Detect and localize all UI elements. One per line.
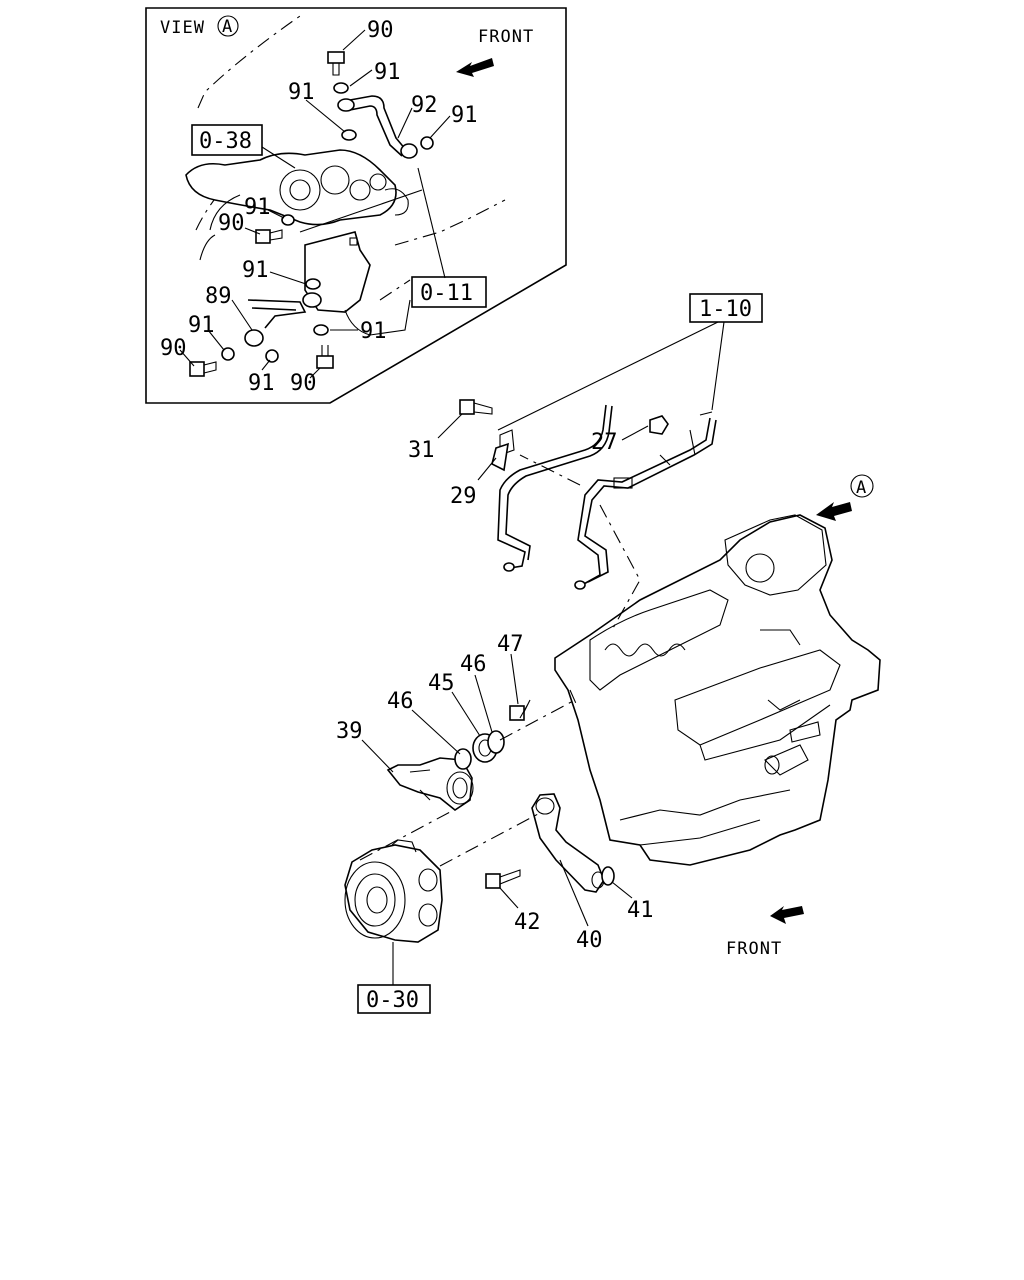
view-a-arrow-icon [816, 502, 852, 521]
bolt-42 [485, 869, 521, 889]
callout-92: 92 [411, 93, 438, 118]
water-pump-assembly [344, 839, 443, 943]
inset-pump-assembly [185, 149, 409, 261]
inset-front-label: FRONT [478, 27, 534, 47]
inset-washer-91-c [420, 136, 434, 150]
inset-washer-91-e [305, 278, 321, 290]
callout-91: 91 [374, 60, 401, 85]
callout-39: 39 [336, 719, 363, 744]
main-leaders [361, 413, 649, 927]
callout-91: 91 [248, 371, 275, 396]
callout-42: 42 [514, 910, 541, 935]
callout-45: 45 [428, 671, 455, 696]
main-front-label: FRONT [726, 939, 782, 959]
gasket-46-right [487, 730, 505, 754]
inset-view-a: VIEW A FRONT [145, 7, 567, 404]
callout-91: 91 [242, 258, 269, 283]
inset-bolt-90-top [327, 51, 345, 76]
inset-washer-91-f [221, 347, 235, 361]
main-front-arrow-icon [770, 906, 804, 924]
water-pipe-40 [531, 793, 605, 893]
callout-91: 91 [288, 80, 315, 105]
ref-label-0-30: 0-30 [366, 988, 419, 1013]
inset-bolt-90-bottom-right [316, 345, 334, 369]
inset-leaders [179, 29, 451, 379]
callout-46: 46 [387, 689, 414, 714]
callout-91: 91 [360, 319, 387, 344]
nut-27 [649, 415, 669, 435]
bolt-31 [459, 399, 493, 415]
inset-pipe-89 [247, 299, 307, 329]
callout-40: 40 [576, 928, 603, 953]
callout-31: 31 [408, 438, 435, 463]
ref-box-0-11 [411, 276, 487, 308]
ref-label-0-11: 0-11 [420, 281, 473, 306]
callout-90: 90 [218, 211, 245, 236]
view-label: VIEW [160, 18, 205, 38]
inset-washer-91-g [265, 349, 279, 363]
view-marker-circle [217, 15, 239, 37]
callout-47: 47 [497, 632, 524, 657]
main-diagram: 1-10 [336, 293, 881, 1014]
inset-bolt-90-left [255, 229, 283, 244]
callout-90: 90 [160, 336, 187, 361]
view-a-marker-circle [850, 474, 874, 498]
callout-90: 90 [367, 18, 394, 43]
callout-91: 91 [244, 195, 271, 220]
bolt-47 [509, 699, 531, 721]
thermostat-housing-39 [386, 757, 474, 811]
ref-label-1-10: 1-10 [699, 297, 752, 322]
view-marker-letter: A [222, 17, 233, 37]
ref-label-0-38: 0-38 [199, 129, 252, 154]
callout-27: 27 [591, 430, 618, 455]
inset-pipe-92 [349, 95, 407, 157]
callout-91: 91 [451, 103, 478, 128]
o-ring-41 [601, 866, 615, 886]
callout-29: 29 [450, 484, 477, 509]
inset-front-arrow-icon [456, 58, 494, 77]
callout-41: 41 [627, 898, 654, 923]
ref-box-0-30 [357, 984, 431, 1014]
inset-washer-91-h [313, 324, 329, 336]
callout-91: 91 [188, 313, 215, 338]
callout-90: 90 [290, 371, 317, 396]
inset-bolt-90-bottom-left [189, 361, 217, 377]
engine-block [554, 514, 881, 866]
callout-89: 89 [205, 284, 232, 309]
view-a-marker-letter: A [856, 478, 867, 498]
inset-washer-91-d [281, 214, 295, 226]
inset-washer-91-b [341, 129, 357, 141]
ref-box-0-38 [191, 124, 263, 156]
gasket-46-left [454, 748, 472, 770]
inset-washer-91-a [333, 82, 349, 94]
callout-46: 46 [460, 652, 487, 677]
inset-frame [145, 7, 567, 404]
ref-box-1-10 [689, 293, 763, 323]
